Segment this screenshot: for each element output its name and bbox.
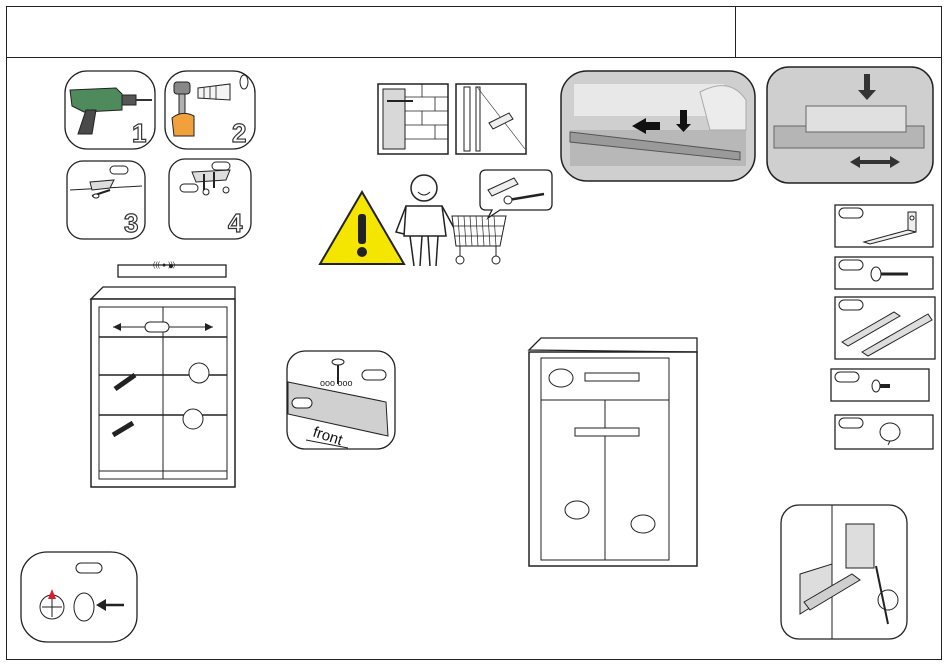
drawer-plate-detail: ooo ooo front <box>286 350 396 450</box>
part-cover-cap <box>834 414 934 450</box>
header-column-divider <box>735 6 736 57</box>
hammer-step-number: 2 <box>232 118 246 148</box>
svg-text:ooo ooo: ooo ooo <box>320 378 353 388</box>
part-drawer-runners <box>834 296 936 360</box>
cam-lock-panel <box>20 551 138 643</box>
tool-panel-screw-fix: 4 <box>168 158 252 240</box>
screw-fix-step-number: 4 <box>228 208 243 238</box>
tool-panel-hammer: 2 <box>164 70 256 150</box>
drawer-runner-photo <box>560 70 756 182</box>
part-angle-bracket <box>834 204 934 248</box>
part-small-screw <box>830 368 930 402</box>
bracket-adjust-photo <box>766 66 934 184</box>
header-divider <box>6 57 942 58</box>
tool-panel-drill: 1 <box>64 70 156 150</box>
cabinet-shelves-drawing <box>89 285 239 489</box>
drill-step-number: 1 <box>132 118 146 148</box>
cabinet-doors-drawing <box>527 336 699 568</box>
warning-triangle-icon <box>318 188 406 268</box>
hinge-detail <box>780 504 908 640</box>
screw-mount-step-number: 3 <box>124 208 138 238</box>
wall-fixing-bubble <box>478 168 554 212</box>
wall-type-illustration <box>377 83 527 155</box>
tool-panel-screw-mount: 3 <box>66 160 146 240</box>
shopping-cart-icon <box>452 216 506 264</box>
svg-text:((( ● ))): ((( ● ))) <box>153 262 175 269</box>
part-screw <box>834 256 934 290</box>
spirit-level-icon: ((( ● ))) <box>117 260 227 280</box>
